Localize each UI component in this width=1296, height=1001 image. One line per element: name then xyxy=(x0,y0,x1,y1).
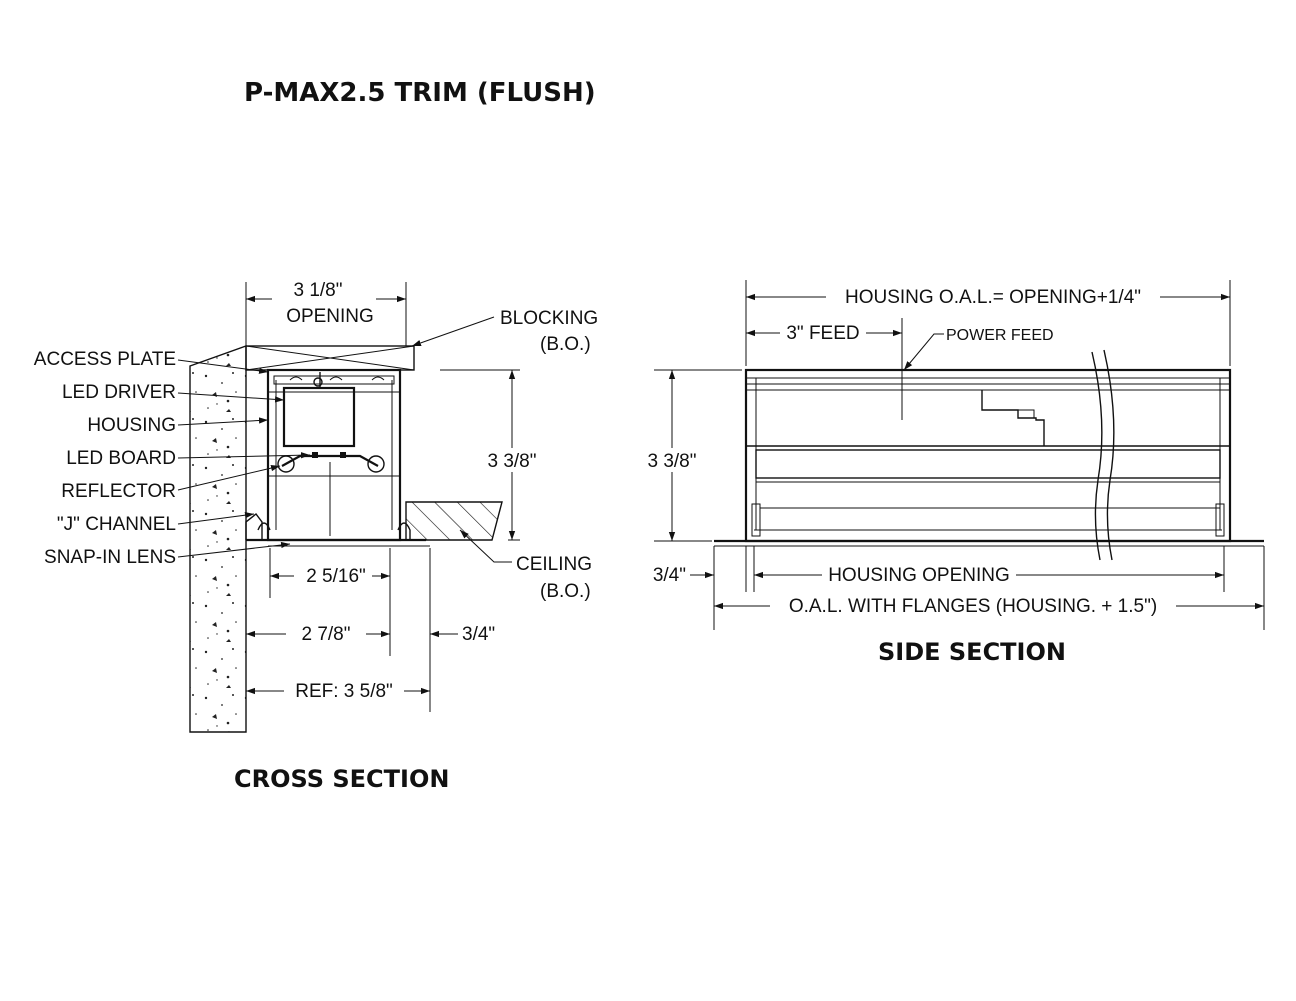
callout-power-feed: POWER FEED xyxy=(946,327,1054,344)
side-height-dim: 3 3/8" xyxy=(647,451,696,472)
cross-section: 3 1/8" OPENING 3 3/8" 2 5/16" 2 7/8" 3/4… xyxy=(34,276,598,793)
j-channel-lens xyxy=(245,513,430,547)
housing-width-dim: 2 7/8" xyxy=(301,624,350,645)
callout-led-board: LED BOARD xyxy=(66,448,176,469)
height-dim-value: 3 3/8" xyxy=(487,451,536,472)
housing-opening-dim: HOUSING OPENING xyxy=(828,565,1010,586)
drawing-title: P-MAX2.5 TRIM (FLUSH) xyxy=(244,78,596,108)
power-feed-conduit xyxy=(1091,351,1103,561)
opening-dim-label: OPENING xyxy=(286,306,374,327)
side-ceiling-thickness-dim: 3/4" xyxy=(653,565,686,586)
callout-access-plate: ACCESS PLATE xyxy=(34,349,176,370)
concrete-wall xyxy=(189,345,247,733)
housing-oal-dim: HOUSING O.A.L.= OPENING+1/4" xyxy=(845,287,1141,308)
led-driver-box xyxy=(282,386,356,448)
callout-ceiling-note: (B.O.) xyxy=(540,581,591,602)
ceiling-block xyxy=(405,501,503,541)
side-driver xyxy=(981,390,1045,446)
reference-dim: REF: 3 5/8" xyxy=(295,681,393,702)
callout-ceiling: CEILING xyxy=(516,554,592,575)
blocking xyxy=(245,345,415,371)
callout-reflector: REFLECTOR xyxy=(61,481,176,502)
ceiling-thickness-dim: 3/4" xyxy=(462,624,495,645)
callout-j-channel: "J" CHANNEL xyxy=(57,514,176,535)
cross-section-caption: CROSS SECTION xyxy=(234,765,449,793)
lens-width-dim: 2 5/16" xyxy=(306,566,366,587)
opening-dim-value: 3 1/8" xyxy=(293,280,342,301)
side-section-caption: SIDE SECTION xyxy=(878,638,1066,666)
side-housing xyxy=(744,368,1232,543)
callout-housing: HOUSING xyxy=(87,415,176,436)
led-board-reflector xyxy=(277,452,385,536)
callout-led-driver: LED DRIVER xyxy=(62,382,176,403)
callout-blocking: BLOCKING xyxy=(500,308,598,329)
oal-flanges-dim: O.A.L. WITH FLANGES (HOUSING. + 1.5") xyxy=(789,596,1157,617)
callout-blocking-note: (B.O.) xyxy=(540,334,591,355)
side-section: POWER FEED HOUSING O.A.L.= OPENING+1/4" … xyxy=(638,280,1265,666)
feed-dim: 3" FEED xyxy=(786,323,859,344)
callout-snap-in-lens: SNAP-IN LENS xyxy=(44,547,176,568)
